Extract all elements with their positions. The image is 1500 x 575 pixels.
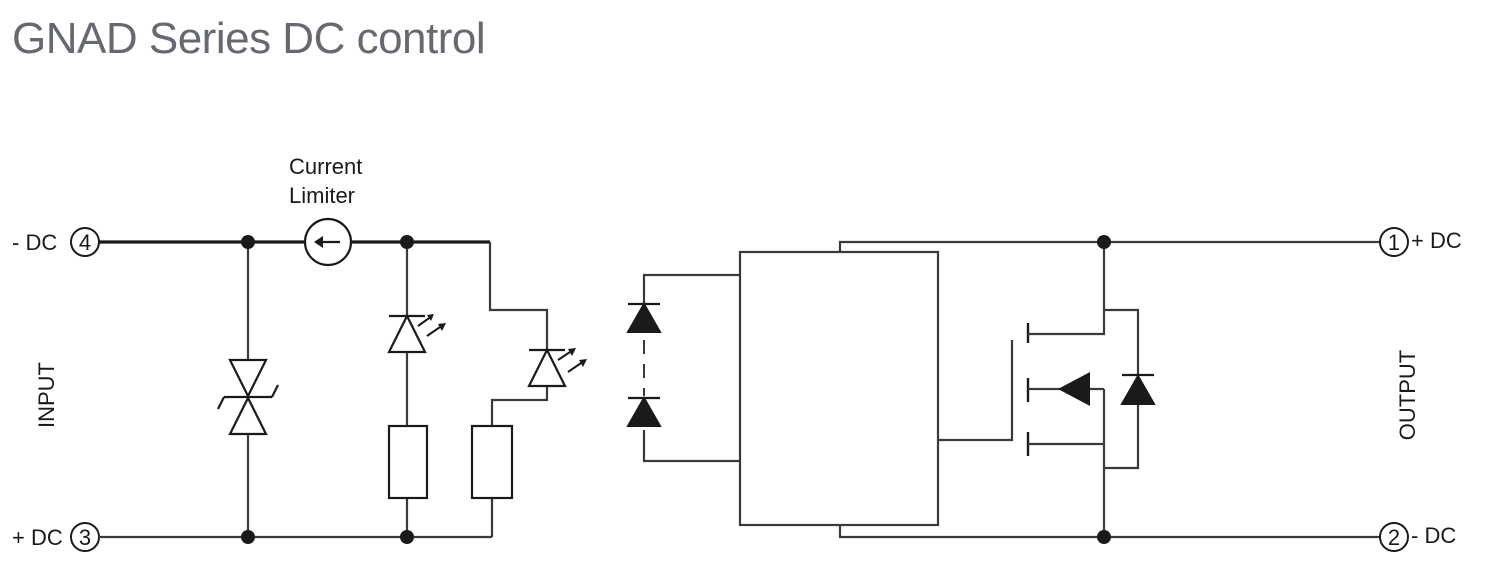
led2-wire-mid xyxy=(490,385,549,426)
node xyxy=(241,235,255,249)
node xyxy=(400,235,414,249)
terminal-2-number: 2 xyxy=(1388,525,1400,550)
gate-wire xyxy=(938,340,1014,442)
current-limiter-label-1: Current xyxy=(289,154,362,179)
opto-led-symbol xyxy=(527,347,587,388)
photodiode-upper-symbol xyxy=(626,301,662,333)
terminal-3-number: 3 xyxy=(79,525,91,550)
terminal-3-label: + DC xyxy=(12,525,63,550)
led2-wire-top xyxy=(488,242,549,350)
resistor-1 xyxy=(387,424,429,500)
output-bottom-rail xyxy=(838,525,1380,539)
terminal-2-label: - DC xyxy=(1411,523,1456,548)
photodiode-lower-symbol xyxy=(626,395,662,427)
terminal-1 xyxy=(1379,227,1409,257)
body-diode-wire-top xyxy=(1104,308,1140,374)
terminal-4-number: 4 xyxy=(79,230,91,255)
photodiode-wire-bottom xyxy=(642,430,740,463)
input-label: INPUT xyxy=(34,362,59,428)
node xyxy=(241,530,255,544)
node xyxy=(400,530,414,544)
current-limiter-symbol xyxy=(303,217,353,267)
node xyxy=(1097,235,1111,249)
terminal-4-label: - DC xyxy=(12,230,57,255)
node xyxy=(1097,530,1111,544)
indicator-led-symbol xyxy=(387,313,446,354)
terminal-1-number: 1 xyxy=(1388,230,1400,255)
resistor-2 xyxy=(470,424,514,500)
output-top-rail xyxy=(838,240,1380,252)
current-limiter-label-2: Limiter xyxy=(289,183,355,208)
tvs-diode-symbol xyxy=(217,358,279,436)
output-label: OUTPUT xyxy=(1395,350,1420,440)
body-diode-wire-bottom xyxy=(1104,404,1140,470)
terminal-1-label: + DC xyxy=(1411,228,1462,253)
driver-block xyxy=(738,250,940,527)
mosfet-symbol xyxy=(1026,242,1106,537)
terminal-2 xyxy=(1379,522,1409,552)
body-diode-symbol xyxy=(1120,373,1156,405)
page-title: GNAD Series DC control xyxy=(12,14,486,63)
photodiode-wire-top xyxy=(642,273,740,304)
